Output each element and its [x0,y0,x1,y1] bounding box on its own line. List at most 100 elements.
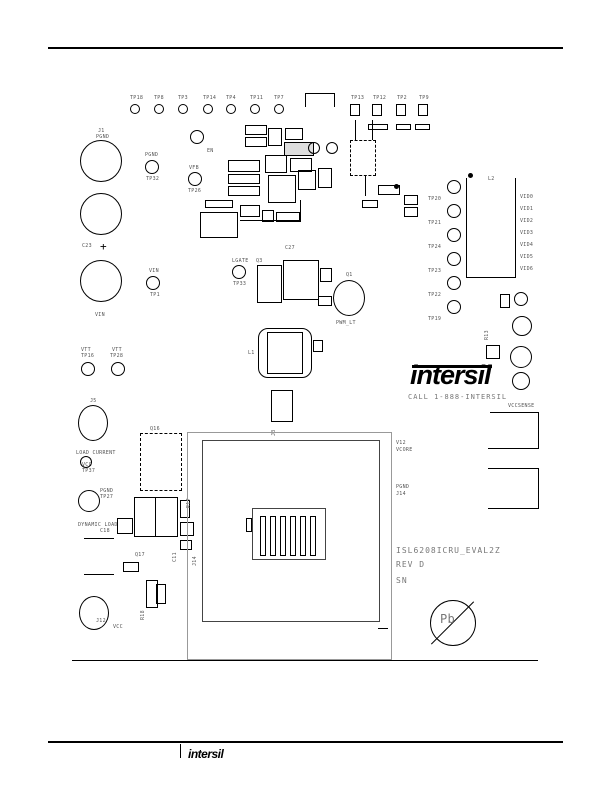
component [245,137,267,147]
lgate-label: LGATE [232,258,249,264]
dip-switch-slot [260,516,266,556]
test-point-ring [154,104,164,114]
trace [365,176,366,196]
vid-label: VID0 [520,194,534,200]
component [415,124,430,130]
vid-test-point [447,300,461,314]
jumper-block [396,104,406,116]
test-point-ring [514,292,528,306]
q16-label: Q16 [150,426,160,432]
footer-logo-text: intersil [188,747,224,761]
component [276,212,300,222]
pb-label: Pb [440,612,456,626]
tp28-label: TP28 [110,353,124,359]
vin-test-point [146,276,160,290]
pgnd2-label: PGND [100,488,114,494]
component [156,584,166,604]
vtt2-label: VTT [112,347,122,353]
tp-label: TP7 [274,95,284,101]
dip-frame [252,508,326,560]
top-bracket [305,93,335,107]
test-point-ring [226,104,236,114]
component [117,518,133,534]
test-point-ring [178,104,188,114]
pin1-marker [394,184,399,189]
en-label: EN [207,148,214,154]
dip-switch-slot [270,516,276,556]
component [404,207,418,217]
dip-switch-slot [280,516,286,556]
component [486,345,500,359]
trace [538,468,539,508]
trace [378,628,388,629]
component [313,340,323,352]
figure-bottom-rule [72,660,538,661]
dip-switch-slot [246,518,252,532]
vid-test-point [447,228,461,242]
l2-label: L2 [488,176,495,182]
sn-label: SN [396,576,408,585]
test-point-ring [510,346,532,368]
ic-package [268,175,296,203]
component [123,562,139,572]
component [228,186,260,196]
vcc2-label: VCC [113,624,123,630]
component [318,168,332,188]
tp1-label: TP1 [150,292,160,298]
rev-label: REV D [396,560,426,569]
vid-label: VID4 [520,242,534,248]
intersil-logo: intersil [410,360,492,391]
vtt-test-point [81,362,95,376]
component [378,185,400,195]
load-current-label: LOAD CURRENT [76,450,116,456]
vtt2-test-point [111,362,125,376]
dynamic-load-label: DYNAMIC LOAD [78,522,118,528]
c11-label: C11 [172,552,178,562]
tp-label: TP2 [397,95,407,101]
component [262,210,274,222]
test-point-ring [326,142,338,154]
test-point-ring [130,104,140,114]
vid-tp-label: TP24 [428,244,442,250]
mosfet-outline [257,265,282,303]
vfb-test-point [188,172,202,186]
test-point-ring [512,316,532,336]
tp27-label: TP27 [100,494,114,500]
vid-test-point [447,252,461,266]
v12-label: V12 [396,440,406,446]
intersil-footer-logo: intersil [188,747,224,761]
component [240,205,260,217]
test-point-ring [308,142,320,154]
component [362,200,378,208]
header-l2 [466,178,516,278]
jumper-block [350,104,360,116]
trace [372,120,373,140]
pin1-marker [468,173,473,178]
plus-label: + [100,240,107,253]
tp-label: TP13 [351,95,365,101]
tp-label: TP8 [154,95,164,101]
c18-label: C18 [100,528,110,534]
trace [488,468,539,469]
lgate-test-point [232,265,246,279]
vid-label: VID5 [520,254,534,260]
tp26-label: TP26 [188,188,202,194]
pgnd-test-point [145,160,159,174]
load-current-box [140,433,182,491]
component [228,174,260,184]
footer-logo-divider [180,744,181,758]
tp-label: TP12 [373,95,387,101]
vid-tp-label: TP21 [428,220,442,226]
inductor-l1-core [267,332,303,374]
tp-label: TP9 [419,95,429,101]
vfb-label: VFB [189,165,199,171]
tp32-label: TP32 [146,176,160,182]
pgnd-test-point [78,490,100,512]
c23-label: C23 [82,243,92,249]
r13-label: R13 [484,330,490,340]
vccsense-label: VCCSENSE [508,403,535,409]
test-point-ring [203,104,213,114]
tp16-label: TP16 [81,353,95,359]
component [396,124,411,130]
cpu-socket-outline [187,432,392,660]
